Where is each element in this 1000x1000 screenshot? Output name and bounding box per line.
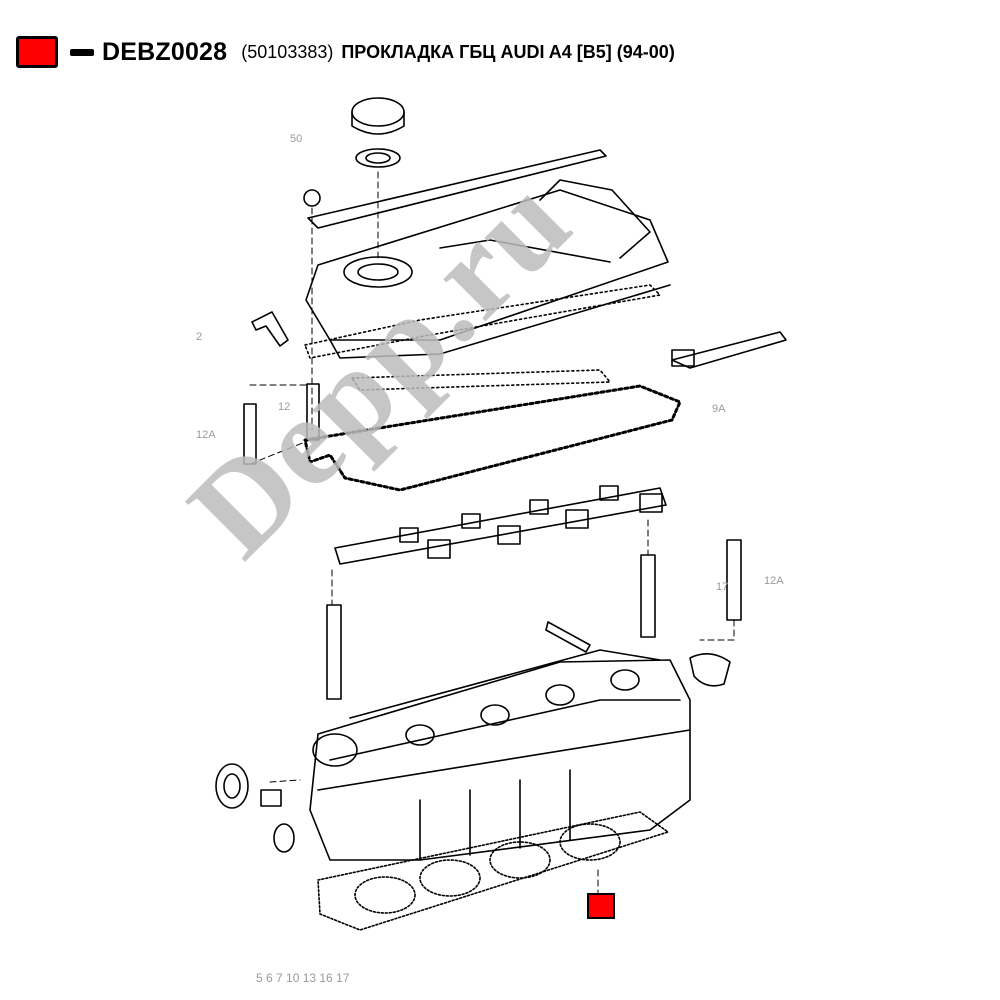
gasket-strip-1 (304, 284, 661, 359)
bent-pipe (251, 311, 289, 347)
head-gasket (317, 811, 669, 931)
oil-cap (351, 97, 405, 168)
head-bolts (326, 539, 742, 700)
upper-seal-strip (307, 149, 607, 229)
label-50: 50 (290, 133, 302, 145)
half-moon-seal (689, 653, 731, 687)
header: DEBZ0028 (50103383) ПРОКЛАДКА ГБЦ AUDI A… (16, 34, 675, 70)
label-9a: 9A (712, 403, 726, 415)
gasket-marker (587, 893, 615, 919)
rocker-clips (334, 485, 667, 565)
cylinder-head (309, 649, 691, 861)
cover-gasket (303, 384, 682, 492)
side-seals (215, 763, 295, 853)
oem-number: (50103383) (241, 41, 334, 62)
label-12a-2: 12A (764, 575, 784, 587)
label-12: 12 (278, 401, 290, 413)
label-bottom: 5 6 7 10 13 16 17 (256, 971, 350, 985)
part-code: DEBZ0028 (102, 37, 228, 66)
dash-mark (70, 48, 94, 56)
label-17: 17 (716, 581, 728, 593)
legend-swatch (16, 36, 58, 68)
gasket-strip-2 (351, 369, 611, 391)
leader-lines (249, 171, 735, 894)
injector (545, 621, 591, 653)
label-2: 2 (196, 331, 202, 343)
part-title: ПРОКЛАДКА ГБЦ AUDI A4 [B5] (94-00) (341, 41, 675, 62)
label-12a: 12A (196, 429, 216, 441)
nut (303, 189, 321, 207)
